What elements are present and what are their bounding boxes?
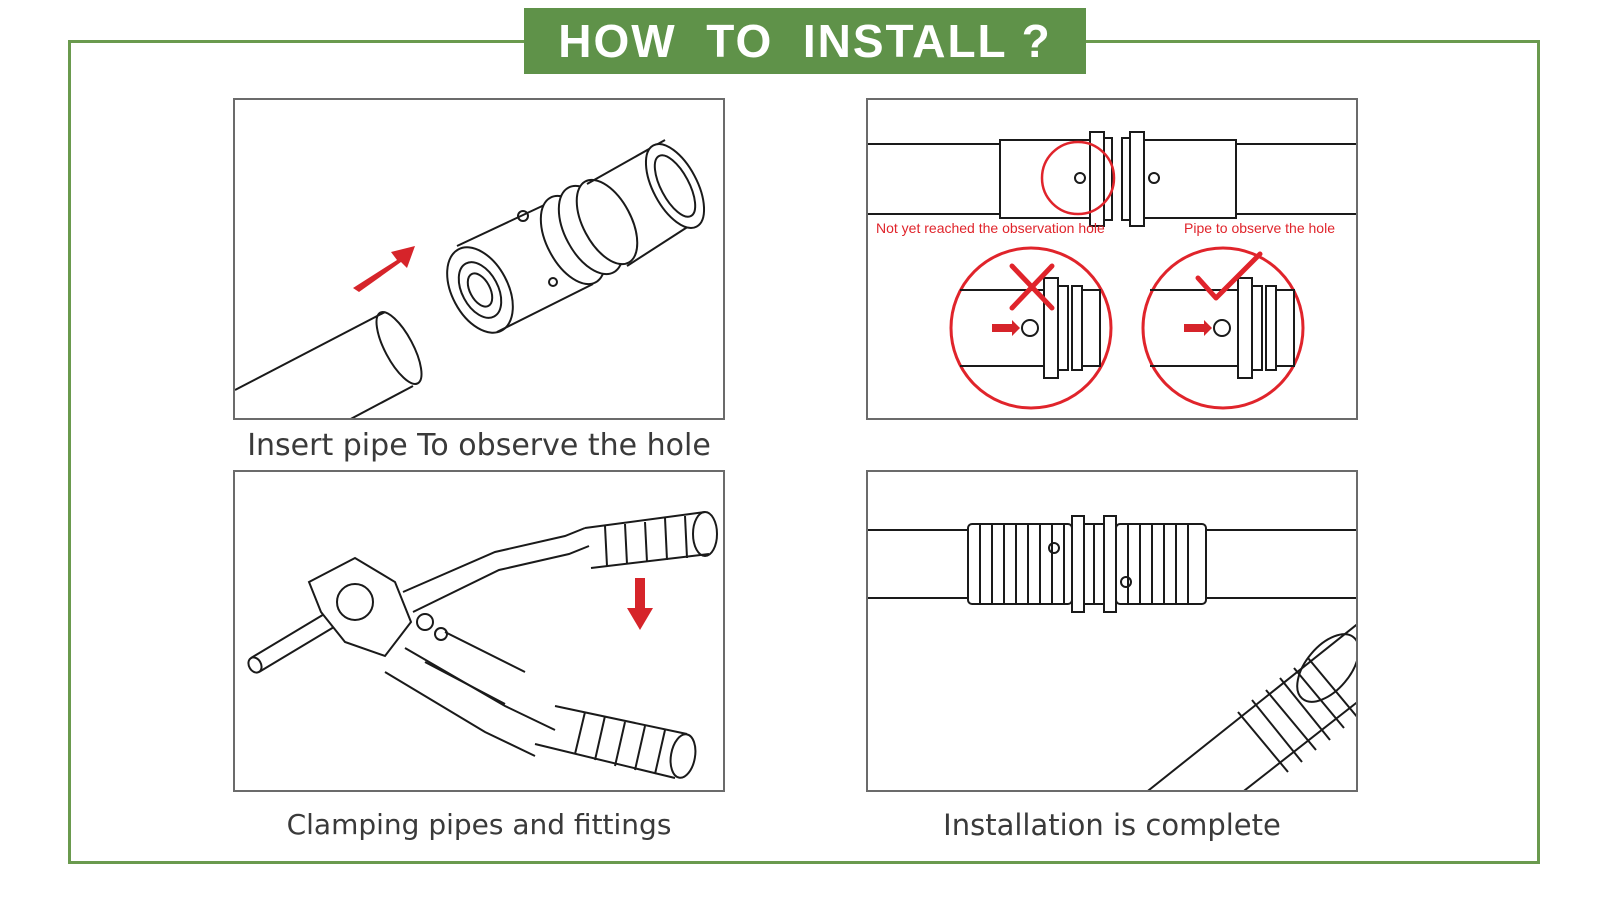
check-mark-icon	[1195, 251, 1263, 301]
insert-arrow	[353, 246, 415, 292]
wrong-position-note: Not yet reached the observation hole	[876, 220, 1105, 236]
step-1-caption: Insert pipe To observe the hole	[247, 428, 711, 463]
right-detail-circle-icon	[1141, 246, 1305, 410]
step-3-caption: Clamping pipes and fittings	[286, 808, 672, 841]
step-4-caption: Installation is complete	[943, 808, 1281, 842]
pointer-arrow-icon	[1184, 320, 1212, 336]
press-down-arrow-icon	[627, 578, 653, 630]
right-position-note: Pipe to observe the hole	[1184, 220, 1335, 236]
pointer-arrow-icon	[992, 320, 1020, 336]
step-2-panel: Not yet reached the observation hole Pip…	[866, 98, 1358, 420]
cross-mark-icon	[1009, 263, 1055, 311]
step-1-panel	[233, 98, 725, 420]
completed-joint-illustration	[868, 515, 1356, 790]
step-4-panel	[866, 470, 1358, 792]
page-title: HOW TO INSTALL ?	[524, 8, 1086, 74]
highlight-circle-icon	[1040, 140, 1116, 216]
observation-hole-illustration	[868, 131, 1356, 410]
step-3-panel	[233, 470, 725, 792]
insert-pipe-illustration	[235, 139, 706, 418]
wrong-detail-circle-icon	[949, 246, 1113, 410]
clamping-tool-illustration	[247, 511, 718, 779]
